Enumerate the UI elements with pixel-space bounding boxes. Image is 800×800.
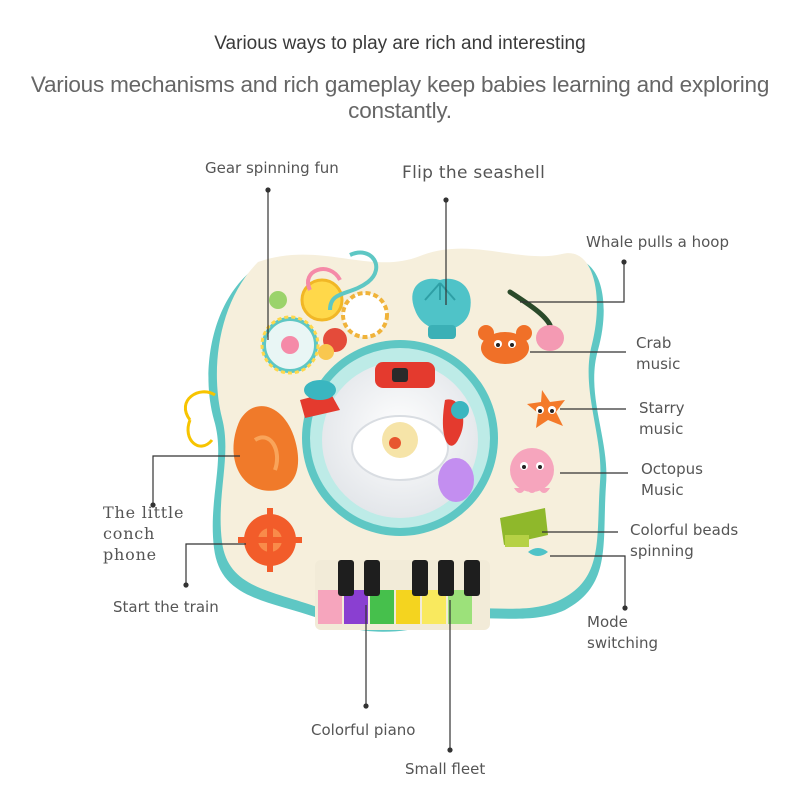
- seashell: [412, 278, 471, 339]
- label-line: The little: [103, 503, 185, 522]
- label-line: Starry: [639, 399, 685, 417]
- label-crab-music: Crab music: [636, 333, 680, 375]
- label-start-train: Start the train: [113, 598, 219, 616]
- label-mode-switching: Mode switching: [587, 612, 658, 654]
- label-line: spinning: [630, 542, 694, 560]
- octopus-figure: [510, 448, 554, 493]
- label-line: conch: [103, 524, 156, 543]
- label-starry-music: Starry music: [639, 398, 685, 440]
- label-gear-spinning: Gear spinning fun: [205, 159, 339, 177]
- label-line: Octopus: [641, 460, 703, 478]
- label-colorful-beads: Colorful beads spinning: [630, 520, 738, 562]
- label-line: Music: [641, 481, 684, 499]
- starfish-figure: [527, 390, 565, 428]
- page-title: Various ways to play are rich and intere…: [214, 33, 586, 54]
- label-flip-seashell: Flip the seashell: [402, 163, 546, 183]
- label-small-fleet: Small fleet: [405, 760, 486, 778]
- label-line: Colorful beads: [630, 521, 739, 539]
- label-whale-hoop: Whale pulls a hoop: [586, 233, 729, 251]
- label-line: Crab: [636, 334, 672, 352]
- label-line: music: [636, 355, 681, 373]
- gear-cluster: [260, 250, 389, 375]
- crab-figure: [478, 325, 532, 364]
- label-line: music: [639, 420, 684, 438]
- beads-spinner: [500, 508, 548, 556]
- label-line: switching: [587, 634, 659, 652]
- ship-wheel: [238, 508, 302, 572]
- label-line: phone: [103, 545, 157, 564]
- label-octopus-music: Octopus Music: [641, 459, 703, 501]
- label-conch-phone: The little conch phone: [103, 502, 184, 565]
- label-colorful-piano: Colorful piano: [311, 721, 416, 739]
- whale-hoop: [507, 289, 553, 328]
- page-subtitle: Various mechanisms and rich gameplay kee…: [30, 72, 770, 123]
- label-line: Mode: [587, 613, 628, 631]
- conch-phone: [183, 390, 299, 491]
- center-dome: [300, 340, 498, 536]
- piano-keys: [315, 560, 490, 630]
